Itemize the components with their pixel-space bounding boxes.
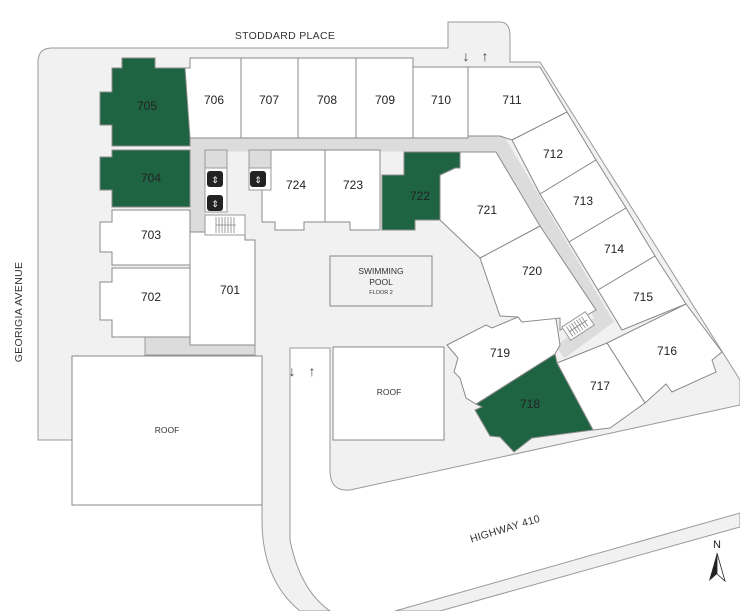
roof-right: ROOF (332, 346, 445, 441)
unit-shape[interactable] (99, 209, 191, 266)
unit-723[interactable]: 723 (324, 149, 381, 231)
roof-label: ROOF (155, 425, 180, 435)
roof-label: ROOF (377, 387, 402, 397)
unit-701[interactable]: 701 (189, 231, 256, 346)
highway-band (394, 512, 740, 611)
unit-706[interactable]: 706 (184, 57, 242, 139)
unit-708[interactable]: 708 (297, 57, 357, 139)
unit-shape[interactable] (99, 149, 191, 208)
street-label-georgia: GEORIGIA AVENUE (13, 262, 25, 363)
svg-text:⇕: ⇕ (211, 199, 219, 209)
unit-703[interactable]: 703 (99, 209, 191, 266)
elevator-icon: ⇕ (250, 171, 266, 187)
street-label-stoddard: STODDARD PLACE (235, 30, 335, 42)
unit-shape[interactable] (99, 57, 191, 147)
unit-shape[interactable] (99, 267, 191, 338)
pool-floor-label: FLOOR 2 (369, 290, 393, 296)
svg-text:⇕: ⇕ (211, 175, 219, 185)
unit-shape[interactable] (606, 303, 723, 404)
unit-shape[interactable] (355, 57, 414, 139)
unit-shape[interactable] (446, 311, 561, 405)
unit-702[interactable]: 702 (99, 267, 191, 338)
stairs-icon (561, 310, 595, 342)
swimming-pool: SWIMMING POOL FLOOR 2 (329, 255, 433, 307)
unit-shape[interactable] (184, 57, 242, 139)
unit-shape[interactable] (381, 151, 461, 231)
pool-label: POOL (369, 277, 393, 287)
corridor (190, 136, 614, 359)
unit-710[interactable]: 710 (412, 66, 469, 139)
unit-shape[interactable] (479, 225, 597, 331)
elevator-bank: ⇕ ⇕ ⇕ (204, 149, 272, 213)
elevator-icon: ⇕ (207, 171, 223, 187)
stairs-icon (204, 214, 246, 236)
street-label-highway: HIGHWAY 410 (469, 513, 542, 546)
roof-left: ROOF (71, 355, 263, 506)
unit-shape[interactable] (240, 57, 299, 139)
elevator-icon: ⇕ (207, 195, 223, 211)
unit-shape[interactable] (474, 353, 594, 453)
up-arrow-icon: ↑ (309, 363, 316, 379)
unit-shape[interactable] (324, 149, 381, 231)
down-arrow-icon: ↓ (289, 363, 296, 379)
unit-709[interactable]: 709 (355, 57, 414, 139)
unit-705[interactable]: 705 (99, 57, 191, 147)
unit-shape[interactable] (297, 57, 357, 139)
unit-shape[interactable] (412, 66, 469, 139)
down-arrow-icon: ↓ (463, 48, 470, 64)
unit-707[interactable]: 707 (240, 57, 299, 139)
pool-label: SWIMMING (358, 266, 403, 276)
unit-shape[interactable] (189, 231, 256, 346)
north-arrow-icon: N (709, 539, 726, 583)
north-label: N (713, 539, 721, 551)
unit-704[interactable]: 704 (99, 149, 191, 208)
svg-text:⇕: ⇕ (254, 175, 262, 185)
up-arrow-icon: ↑ (482, 48, 489, 64)
